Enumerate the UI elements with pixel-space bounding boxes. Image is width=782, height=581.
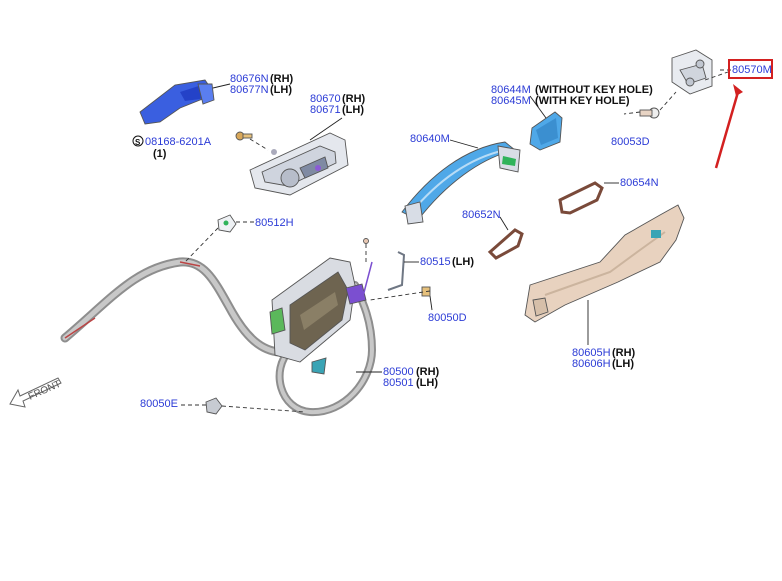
door-lock-actuator-80500[interactable] xyxy=(269,257,373,375)
inner-handle-housing-80670[interactable] xyxy=(249,132,349,196)
part-labels: 80676N (RH) 80677N (LH) 80670 (RH) 80671… xyxy=(132,64,772,410)
gasket-80654N[interactable] xyxy=(558,181,604,215)
label-without-key-hole: (WITHOUT KEY HOLE) xyxy=(535,84,653,96)
clip-80050D[interactable] xyxy=(421,286,431,297)
gasket-80652N[interactable] xyxy=(487,228,524,260)
label-80515-lh: (LH) xyxy=(452,256,474,268)
handle-bracket-80605H[interactable] xyxy=(524,204,685,323)
label-80671: 80671 xyxy=(310,104,341,116)
label-80606H: 80606H xyxy=(572,358,611,370)
label-80605H: 80605H xyxy=(572,347,611,359)
front-direction-indicator: FRONT xyxy=(9,377,63,408)
outside-handle-80640M[interactable] xyxy=(401,141,521,225)
highlight-arrowhead xyxy=(733,84,743,96)
label-80677N-lh: (LH) xyxy=(270,84,292,96)
rod-end-pin xyxy=(363,238,369,244)
clip-80512H[interactable] xyxy=(217,214,237,233)
s-circle xyxy=(132,135,144,147)
screw-08168-6201A[interactable] xyxy=(235,131,253,141)
label-80645M: 80645M xyxy=(491,95,531,107)
label-80676N: 80676N xyxy=(230,73,269,85)
label-80606H-lh: (LH) xyxy=(612,358,634,370)
cable-assembly xyxy=(60,257,377,417)
label-80515: 80515 xyxy=(420,256,451,268)
label-08168-6201A: 08168-6201A xyxy=(145,136,212,148)
front-label: FRONT xyxy=(27,379,63,403)
leader-lines xyxy=(181,69,732,413)
clip-80050E[interactable] xyxy=(205,397,223,415)
label-80500-rh: (RH) xyxy=(416,366,440,378)
highlight-arrow xyxy=(714,91,740,169)
label-08168-qty: (1) xyxy=(153,148,167,160)
label-80605H-rh: (RH) xyxy=(612,347,636,359)
label-80676N-rh: (RH) xyxy=(270,73,294,85)
label-80500: 80500 xyxy=(383,366,414,378)
label-80501: 80501 xyxy=(383,377,414,389)
label-80654N: 80654N xyxy=(620,177,659,189)
bolt-80053D[interactable] xyxy=(639,107,660,119)
label-80501-lh: (LH) xyxy=(416,377,438,389)
label-80053D: 80053D xyxy=(611,136,650,148)
inner-handle-80676N[interactable] xyxy=(139,79,215,125)
key-cylinder-cover-80644M[interactable] xyxy=(529,111,563,151)
label-80670-rh: (RH) xyxy=(342,93,366,105)
label-80512H: 80512H xyxy=(255,217,294,229)
label-80652N: 80652N xyxy=(462,209,501,221)
label-80570M: 80570M xyxy=(732,64,772,76)
label-80050E: 80050E xyxy=(140,398,178,410)
label-80644M: 80644M xyxy=(491,84,531,96)
s-prefix: S xyxy=(135,138,141,147)
label-with-key-hole: (WITH KEY HOLE) xyxy=(535,95,630,107)
highlight-box xyxy=(728,59,773,79)
label-80677N: 80677N xyxy=(230,84,269,96)
striker-80570M[interactable] xyxy=(671,49,713,95)
label-80670: 80670 xyxy=(310,93,341,105)
highlight-callout xyxy=(714,59,773,169)
label-80050D: 80050D xyxy=(428,312,467,324)
label-80640M: 80640M xyxy=(410,133,450,145)
label-80671-lh: (LH) xyxy=(342,104,364,116)
rod-80515[interactable] xyxy=(387,251,406,291)
